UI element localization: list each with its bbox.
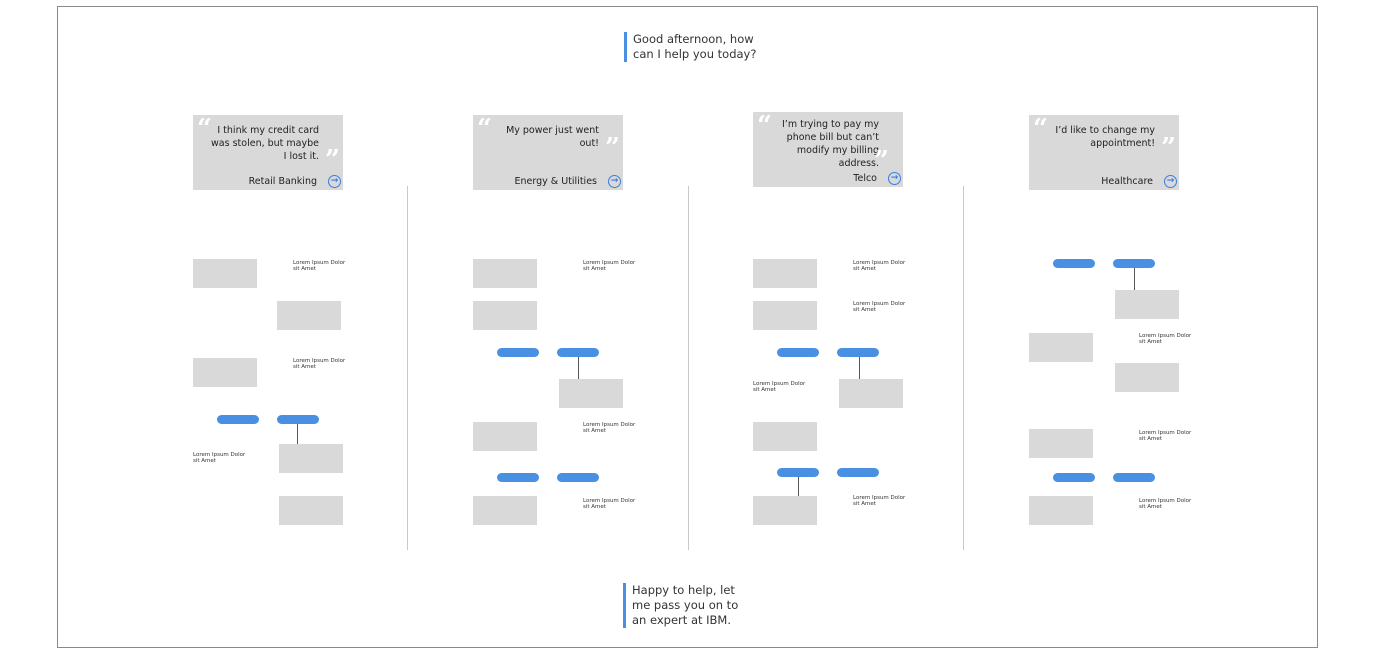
quote-open-icon: “ [477,114,492,144]
flow-label: Lorem Ipsum Dolor sit Amet [1139,430,1192,442]
flow-label: Lorem Ipsum Dolor sit Amet [753,381,806,393]
flow-label: Lorem Ipsum Dolor sit Amet [293,260,346,272]
connector-line [578,357,579,379]
option-pill[interactable] [777,348,819,357]
flow-block [839,379,903,408]
flow-label: Lorem Ipsum Dolor sit Amet [853,495,906,507]
flow-block [1029,333,1093,362]
flow-block [1029,496,1093,525]
flow-label: Lorem Ipsum Dolor sit Amet [1139,333,1192,345]
column-divider [407,186,408,550]
quote-open-icon: “ [1033,114,1048,144]
bubble-accent-bar [623,583,626,628]
arrow-right-icon[interactable]: → [328,175,341,188]
scenario-card-energy-utilities[interactable]: “ My power just went out! ” Energy & Uti… [473,115,623,190]
column-divider [963,186,964,550]
option-pill[interactable] [1113,259,1155,268]
flow-block [279,496,343,525]
flow-block [753,422,817,451]
option-pill[interactable] [497,473,539,482]
flow-block [1029,429,1093,458]
card-label: Healthcare [1101,176,1153,187]
card-quote: I think my credit card was stolen, but m… [211,125,319,162]
flow-block [1115,363,1179,392]
handoff-text: Happy to help, let me pass you on to an … [632,583,739,627]
scenario-card-telco[interactable]: “ I’m trying to pay my phone bill but ca… [753,112,903,187]
quote-close-icon: ” [605,133,620,163]
greeting-text: Good afternoon, how can I help you today… [633,32,757,61]
flow-block [753,496,817,525]
flow-block [193,358,257,387]
scenario-card-healthcare[interactable]: “ I’d like to change my appointment! ” H… [1029,115,1179,190]
option-pill[interactable] [837,348,879,357]
flow-label: Lorem Ipsum Dolor sit Amet [1139,498,1192,510]
option-pill[interactable] [557,348,599,357]
quote-open-icon: “ [197,114,212,144]
option-pill[interactable] [1053,473,1095,482]
card-quote: I’d like to change my appointment! [1055,125,1155,149]
option-pill[interactable] [557,473,599,482]
flow-label: Lorem Ipsum Dolor sit Amet [583,498,636,510]
option-pill[interactable] [1053,259,1095,268]
option-pill[interactable] [217,415,259,424]
option-pill[interactable] [497,348,539,357]
arrow-right-icon[interactable]: → [888,172,901,185]
flow-block [753,259,817,288]
arrow-right-icon[interactable]: → [608,175,621,188]
flow-label: Lorem Ipsum Dolor sit Amet [293,358,346,370]
flow-block [279,444,343,473]
option-pill[interactable] [837,468,879,477]
flow-label: Lorem Ipsum Dolor sit Amet [853,301,906,313]
card-label: Telco [853,173,877,184]
card-label: Retail Banking [248,176,317,187]
connector-line [297,424,298,444]
flow-block [753,301,817,330]
flow-label: Lorem Ipsum Dolor sit Amet [583,422,636,434]
option-pill[interactable] [777,468,819,477]
diagram-frame [57,6,1318,648]
connector-line [859,357,860,379]
option-pill[interactable] [1113,473,1155,482]
bubble-accent-bar [624,32,627,62]
card-quote: I’m trying to pay my phone bill but can’… [782,119,879,169]
handoff-bubble: Happy to help, let me pass you on to an … [623,583,752,628]
flow-block [1115,290,1179,319]
quote-close-icon: ” [1161,133,1176,163]
column-divider [688,186,689,550]
quote-close-icon: ” [874,146,889,176]
flow-label: Lorem Ipsum Dolor sit Amet [853,260,906,272]
flow-block [559,379,623,408]
flow-block [473,301,537,330]
flow-block [473,259,537,288]
flow-block [473,422,537,451]
option-pill[interactable] [277,415,319,424]
quote-open-icon: “ [757,111,772,141]
card-label: Energy & Utilities [514,176,597,187]
arrow-right-icon[interactable]: → [1164,175,1177,188]
greeting-bubble: Good afternoon, how can I help you today… [624,32,758,62]
flow-block [473,496,537,525]
card-quote: My power just went out! [506,125,599,149]
connector-line [1134,268,1135,290]
flow-block [277,301,341,330]
flow-block [193,259,257,288]
connector-line [798,477,799,496]
scenario-card-retail-banking[interactable]: “ I think my credit card was stolen, but… [193,115,343,190]
flow-label: Lorem Ipsum Dolor sit Amet [583,260,636,272]
quote-close-icon: ” [325,145,340,175]
flow-label: Lorem Ipsum Dolor sit Amet [193,452,246,464]
